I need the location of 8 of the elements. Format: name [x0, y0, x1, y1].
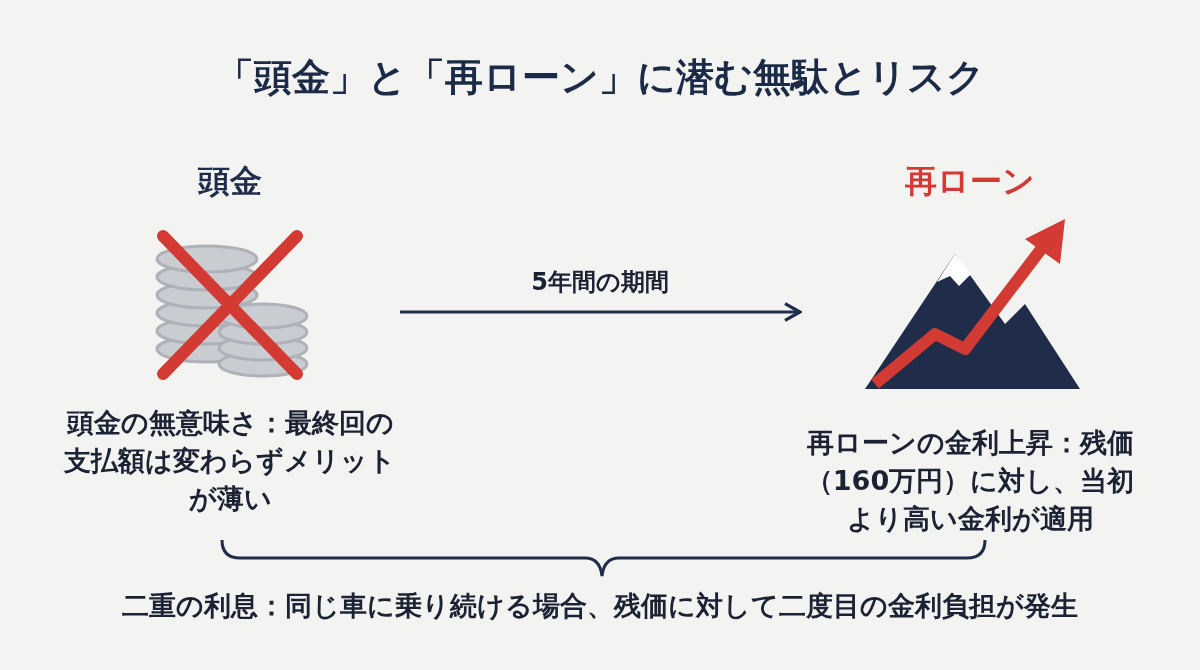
edge-label: 5年間の期間: [530, 267, 670, 298]
note: 二重の利息：同じ車に乗り続ける場合、残価に対して二度目の金利負担が発生: [121, 589, 1079, 623]
description: 頭金の無意味さ：最終回の支払額は変わらずメリットが薄い: [63, 406, 397, 516]
heading: 再ローン: [905, 161, 1035, 202]
description: 再ローンの金利上昇：残価（160万円）に対し、当初より高い金利が適用: [804, 426, 1136, 536]
arrow: [400, 302, 802, 322]
title: 「頭金」と「再ローン」に潜む無駄とリスク: [214, 54, 986, 101]
heading: 頭金: [198, 161, 262, 202]
